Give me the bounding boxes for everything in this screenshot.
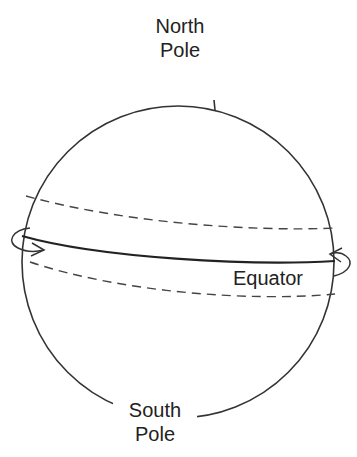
globe-outline (22, 106, 334, 418)
equator-line (22, 236, 335, 262)
pole-label: North Pole (138, 14, 222, 62)
rotation-arrowhead-left (31, 243, 44, 256)
equator-label: Equator (231, 266, 305, 290)
pole-label: South Pole (113, 398, 197, 446)
rotation-arrowhead-right (330, 248, 342, 262)
latitude-dashed-upper (26, 196, 335, 229)
north-pole-tick (214, 100, 215, 110)
latitude-dashed-lower (30, 262, 335, 297)
